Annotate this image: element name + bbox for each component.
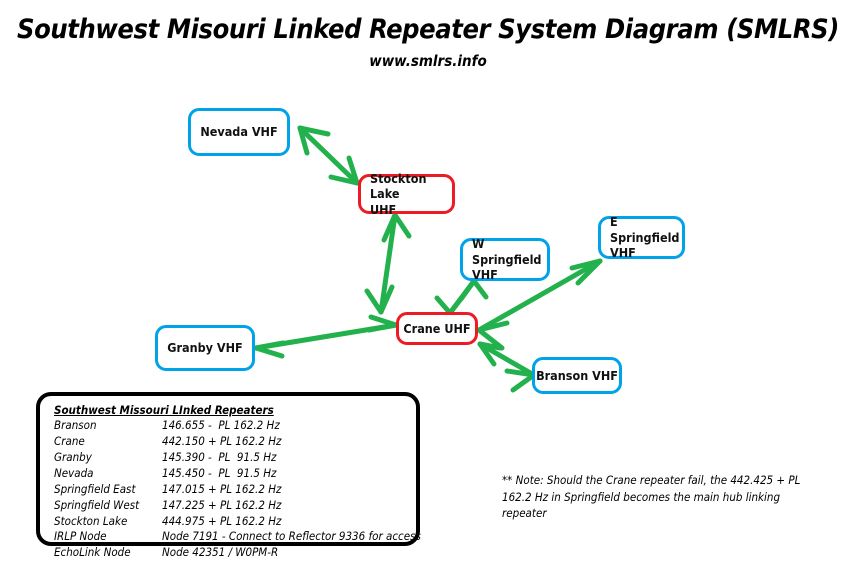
legend-site-detail: 444.975 + PL 162.2 Hz bbox=[162, 513, 282, 528]
page-title: Southwest Misouri Linked Repeater System… bbox=[17, 14, 839, 45]
node-nevada[interactable]: Nevada VHF bbox=[188, 108, 290, 156]
node-label: Branson VHF bbox=[536, 367, 618, 383]
legend-site-name: Granby bbox=[54, 449, 92, 464]
node-label: Stockton Lake UHF bbox=[370, 170, 427, 217]
node-e-springfield[interactable]: E Springfield VHF bbox=[598, 214, 685, 261]
legend-site-name: Nevada bbox=[54, 465, 94, 480]
legend-site-detail: Node 7191 - Connect to Reflector 9336 fo… bbox=[162, 529, 421, 544]
legend-row: Crane 442.150 + PL 162.2 Hz bbox=[54, 434, 416, 450]
legend-row: Granby 145.390 - PL 91.5 Hz bbox=[54, 450, 416, 466]
node-granby[interactable]: Granby VHF bbox=[155, 325, 255, 371]
node-branson[interactable]: Branson VHF bbox=[532, 357, 622, 394]
legend-site-detail: 147.225 + PL 162.2 Hz bbox=[162, 497, 282, 512]
link-crane-espringfield bbox=[476, 258, 603, 351]
node-crane[interactable]: Crane UHF bbox=[396, 312, 478, 345]
legend-row: Springfield West 147.225 + PL 162.2 Hz bbox=[54, 498, 416, 514]
legend-row: EchoLink Node Node 42351 / W0PM-R bbox=[54, 545, 416, 561]
node-label: Nevada VHF bbox=[200, 124, 278, 140]
legend-site-detail: 442.150 + PL 162.2 Hz bbox=[162, 433, 282, 448]
legend-row: Branson 146.655 - PL 162.2 Hz bbox=[54, 418, 416, 434]
legend-site-detail: 147.015 + PL 162.2 Hz bbox=[162, 481, 282, 496]
legend-site-name: Crane bbox=[54, 433, 85, 448]
legend-site-name: Springfield West bbox=[54, 497, 140, 512]
node-label: Granby VHF bbox=[167, 340, 243, 356]
legend-site-detail: Node 42351 / W0PM-R bbox=[162, 545, 279, 560]
node-label: Crane UHF bbox=[403, 320, 471, 336]
link-crane-stockton bbox=[364, 212, 412, 315]
legend-site-name: EchoLink Node bbox=[54, 545, 131, 560]
legend-row: IRLP Node Node 7191 - Connect to Reflecto… bbox=[54, 529, 421, 545]
legend-rows: Branson 146.655 - PL 162.2 Hz Crane 442.150… bbox=[54, 418, 421, 561]
legend-site-name: Springfield East bbox=[54, 481, 136, 496]
legend-site-detail: 145.390 - PL 91.5 Hz bbox=[162, 449, 277, 464]
link-crane-wspringfield bbox=[434, 278, 489, 316]
page-subtitle: www.smlrs.info bbox=[369, 52, 487, 70]
node-label: W Springfield VHF bbox=[472, 236, 542, 283]
repeater-legend-panel: Southwest Missouri LInked Repeaters Bran… bbox=[36, 392, 421, 559]
legend-site-name: Stockton Lake bbox=[54, 513, 128, 528]
legend-site-name: Branson bbox=[54, 418, 97, 432]
link-stockton-nevada bbox=[297, 125, 360, 186]
link-crane-branson bbox=[477, 341, 537, 393]
legend-site-detail: 145.450 - PL 91.5 Hz bbox=[162, 465, 277, 480]
failover-note: ** Note: Should the Crane repeater fail,… bbox=[502, 473, 801, 521]
legend-site-name: IRLP Node bbox=[54, 529, 107, 544]
node-w-springfield[interactable]: W Springfield VHF bbox=[460, 236, 550, 283]
legend-row: Stockton Lake 444.975 + PL 162.2 Hz bbox=[54, 514, 416, 530]
legend-site-detail: 146.655 - PL 162.2 Hz bbox=[162, 418, 280, 432]
node-label: E Springfield VHF bbox=[610, 214, 680, 261]
legend-row: Nevada 145.450 - PL 91.5 Hz bbox=[54, 466, 416, 482]
node-stockton-lake[interactable]: Stockton Lake UHF bbox=[358, 171, 455, 217]
legend-title: Southwest Missouri LInked Repeaters bbox=[54, 403, 274, 417]
legend-row: Springfield East 147.015 + PL 162.2 Hz bbox=[54, 482, 416, 498]
link-crane-granby bbox=[253, 314, 399, 359]
